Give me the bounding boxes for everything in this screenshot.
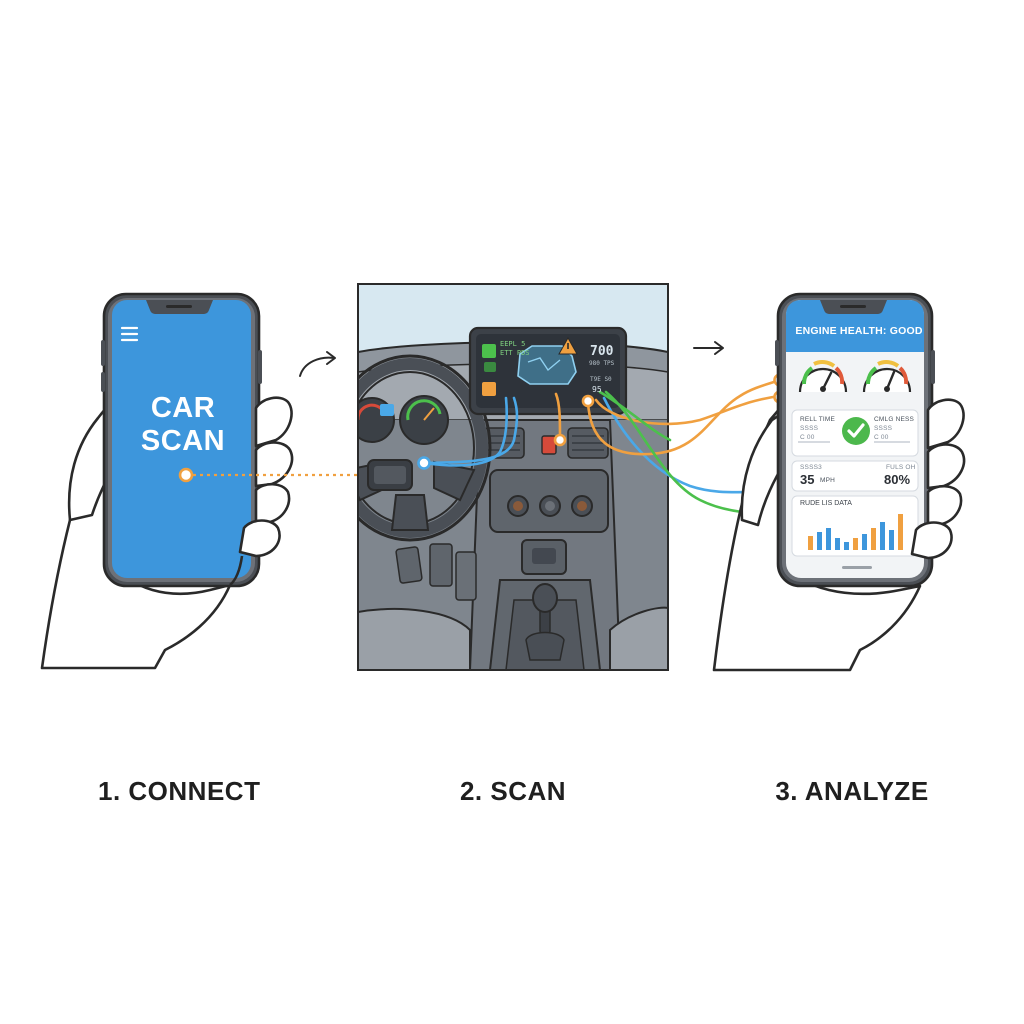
speed-label: SSSS3 xyxy=(800,464,822,471)
display-text: 980 TPS xyxy=(589,360,615,367)
fuel-value: 80% xyxy=(884,472,911,487)
card-label: CMLG NESS xyxy=(874,416,915,423)
left-hand-fingers xyxy=(229,396,294,586)
card-foot: C 00 xyxy=(800,434,815,441)
card-label: RELL TIME xyxy=(800,416,836,423)
fuel-label: FULS OH xyxy=(886,464,916,471)
speed-unit: MPH xyxy=(820,477,836,484)
app-title-line1: CAR xyxy=(150,392,216,424)
display-text: ETT PDS xyxy=(500,349,530,357)
data-cables xyxy=(422,378,828,515)
card-foot: C 00 xyxy=(874,434,889,441)
arrow-icon xyxy=(693,341,724,355)
app-title-line2: SCAN xyxy=(140,425,226,457)
card-sub: SSSS xyxy=(874,425,893,432)
car-interior xyxy=(358,284,668,670)
speed-gauge-icon xyxy=(798,360,848,393)
right-hand-fingers xyxy=(910,398,966,560)
arrow-icon xyxy=(299,351,336,377)
speed-value: 35 xyxy=(800,472,815,487)
engine-icon xyxy=(517,345,577,385)
step-analyze-label: 3. ANALYZE xyxy=(775,776,929,806)
phone-connect xyxy=(101,292,262,588)
chart-title: RUDE LIS DATA xyxy=(800,500,852,507)
step-connect-label: 1. CONNECT xyxy=(98,776,261,806)
connect-line xyxy=(178,467,372,483)
hamburger-menu-icon[interactable] xyxy=(120,326,139,342)
card-sub: SSSS xyxy=(800,425,819,432)
display-text: EEPL 5 xyxy=(500,340,526,348)
step-scan-label: 2. SCAN xyxy=(459,776,567,806)
display-text: T9E S0 xyxy=(590,376,612,383)
display-value: 700 xyxy=(590,344,614,359)
warning-triangle-icon xyxy=(558,336,578,355)
speed-fuel-card xyxy=(791,460,919,492)
rpm-gauge-icon xyxy=(862,360,912,393)
display-value: 95 xyxy=(592,385,602,394)
app-title: CAR SCAN xyxy=(128,392,238,458)
car-frame xyxy=(357,283,669,671)
bar-chart-card xyxy=(791,495,919,557)
engine-health-header: ENGINE HEALTH: GOOD xyxy=(795,325,923,337)
check-circle-icon xyxy=(842,417,870,445)
